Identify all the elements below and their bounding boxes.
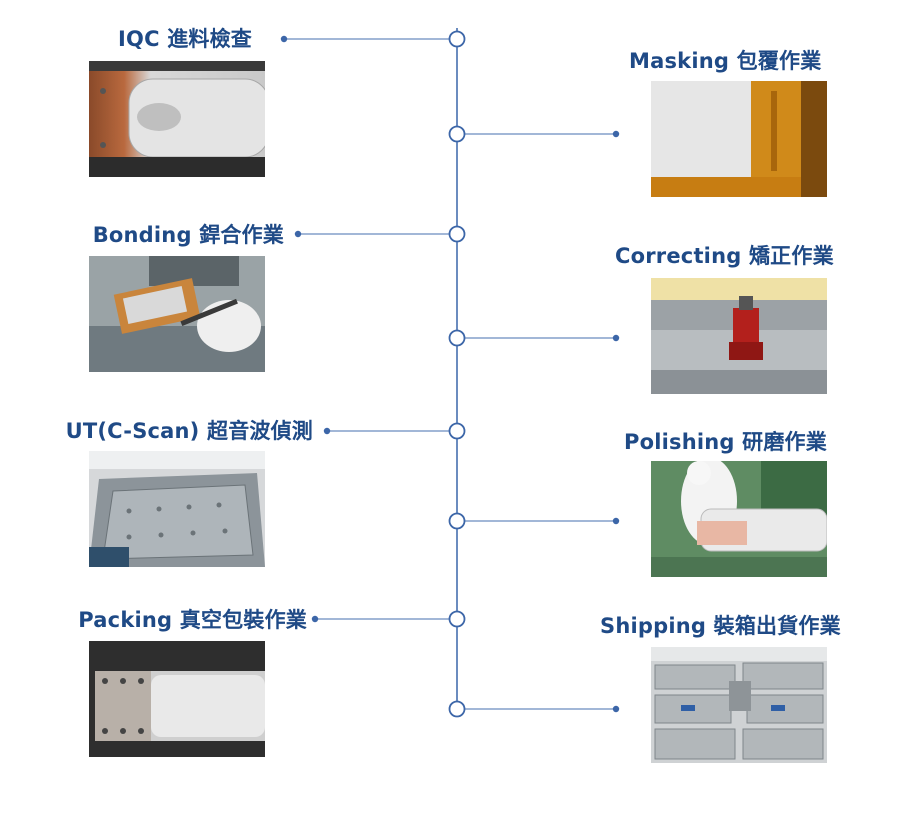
step-photo-bonding xyxy=(89,256,265,372)
step-label-ut: UT(C-Scan) 超音波偵測 xyxy=(65,419,313,443)
timeline-node-bonding xyxy=(448,225,466,243)
step-label-shipping: Shipping 裝箱出貨作業 xyxy=(600,614,841,638)
connector-dot-ut xyxy=(323,427,331,435)
timeline-node-masking xyxy=(448,125,466,143)
connector-dot-polishing xyxy=(612,517,620,525)
connector-dot-iqc xyxy=(280,35,288,43)
step-photo-ut xyxy=(89,451,265,567)
step-photo-packing xyxy=(89,641,265,757)
step-label-polishing: Polishing 研磨作業 xyxy=(624,430,827,454)
connector-dot-shipping xyxy=(612,705,620,713)
step-label-correcting: Correcting 矯正作業 xyxy=(615,244,834,268)
step-photo-iqc xyxy=(89,61,265,177)
timeline-node-packing xyxy=(448,610,466,628)
timeline-node-shipping xyxy=(448,700,466,718)
step-photo-shipping xyxy=(651,647,827,763)
step-label-bonding: Bonding 銲合作業 xyxy=(92,223,284,247)
step-photo-polishing xyxy=(651,461,827,577)
step-label-packing: Packing 真空包裝作業 xyxy=(78,608,307,632)
step-label-masking: Masking 包覆作業 xyxy=(629,49,822,73)
connector-dot-masking xyxy=(612,130,620,138)
timeline-node-ut xyxy=(448,422,466,440)
step-photo-masking xyxy=(651,81,827,197)
step-label-iqc: IQC 進料檢查 xyxy=(118,27,252,51)
step-photo-correcting xyxy=(651,278,827,394)
connector-dot-packing xyxy=(311,615,319,623)
connector-dot-correcting xyxy=(612,334,620,342)
connector-dot-bonding xyxy=(294,230,302,238)
timeline-node-polishing xyxy=(448,512,466,530)
timeline-node-iqc xyxy=(448,30,466,48)
timeline-node-correcting xyxy=(448,329,466,347)
